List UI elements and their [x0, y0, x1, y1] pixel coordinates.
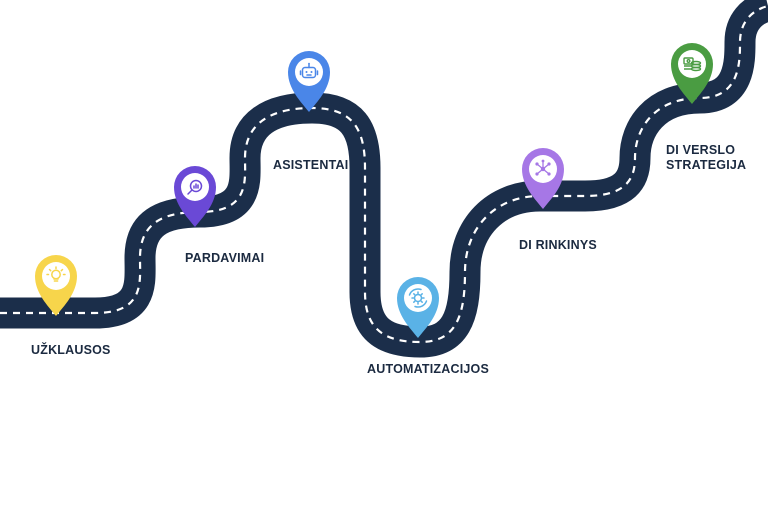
label-di-verslo-strategija: DI VERSLO STRATEGIJA	[666, 143, 746, 173]
pin-automatizacijos-face	[404, 284, 432, 312]
pin-pardavimai	[174, 166, 216, 227]
label-di-verslo-strategija-line-2: STRATEGIJA	[666, 158, 747, 172]
pin-di-verslo-strategija	[671, 43, 713, 104]
network-nodes-icon	[535, 159, 551, 176]
label-automatizacijos-line-1: AUTOMATIZACIJOS	[367, 362, 489, 376]
robot-icon	[299, 62, 319, 79]
pin-pardavimai-face	[181, 173, 209, 201]
pin-di-rinkinys	[522, 148, 564, 209]
label-di-verslo-strategija-line-1: DI VERSLO	[666, 143, 736, 157]
label-pardavimai: PARDAVIMAI	[185, 251, 264, 266]
road	[0, 0, 768, 358]
pin-uzklausos	[35, 255, 77, 316]
lightbulb-icon	[46, 266, 66, 282]
label-asistentai-line-1: ASISTENTAI	[273, 158, 349, 172]
gear-cycle-icon	[408, 288, 428, 308]
label-uzklausos-line-1: UŽKLAUSOS	[31, 343, 111, 357]
pin-automatizacijos	[397, 277, 439, 338]
pin-uzklausos-face	[42, 262, 70, 290]
label-uzklausos: UŽKLAUSOS	[31, 343, 111, 358]
magnifier-chart-icon	[187, 179, 203, 195]
pin-asistentai	[288, 51, 330, 112]
pin-asistentai-face	[295, 58, 323, 86]
road-center-dashes	[0, 4, 768, 344]
road-body	[0, 0, 768, 358]
label-di-rinkinys-line-1: DI RINKINYS	[519, 238, 597, 252]
label-di-rinkinys: DI RINKINYS	[519, 238, 597, 253]
label-pardavimai-line-1: PARDAVIMAI	[185, 251, 265, 265]
label-automatizacijos: AUTOMATIZACIJOS	[367, 362, 489, 377]
money-coins-icon	[683, 57, 702, 72]
label-asistentai: ASISTENTAI	[273, 158, 348, 173]
